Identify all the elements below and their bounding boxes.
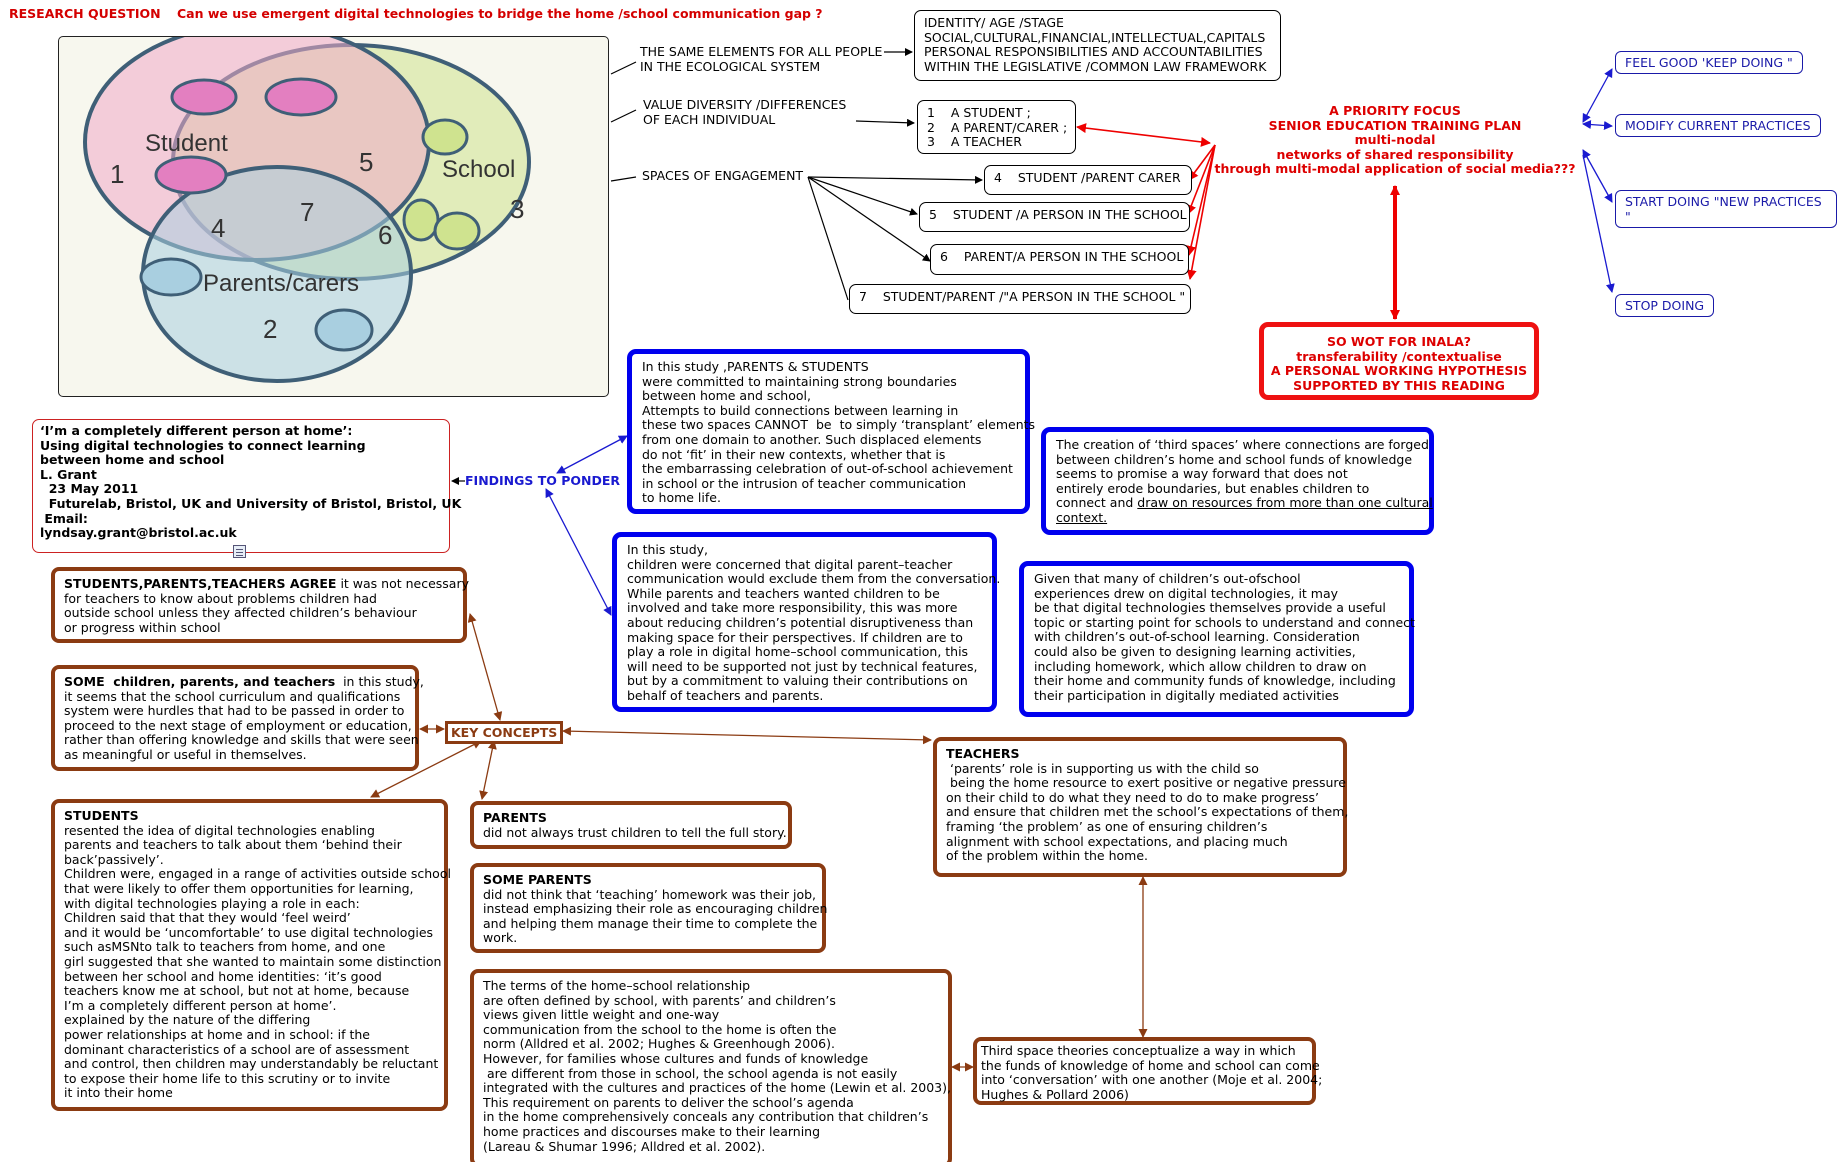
- concept-students-body: resented the idea of digital technologie…: [64, 822, 451, 1101]
- venn-small-ellipse: [402, 198, 440, 242]
- concept-some-parents: SOME PARENTS did not think that ‘teachin…: [470, 863, 828, 953]
- venn-parents-label: Parents/carers: [203, 270, 360, 297]
- venn-region-5: 5: [359, 147, 374, 177]
- priority-line: through multi-modal application of socia…: [1214, 161, 1576, 177]
- venn-region-1: 1: [110, 159, 125, 189]
- venn-small-ellipse: [264, 77, 338, 117]
- venn-small-ellipse: [154, 155, 228, 195]
- key-concepts-node[interactable]: KEY CONCEPTS: [445, 721, 564, 744]
- finding-boundaries-text: In this study ,PARENTS & STUDENTS were c…: [642, 359, 1036, 506]
- concept-teachers-body: ‘parents’ role is in supporting us with …: [946, 760, 1349, 864]
- venn-student-label: Student: [145, 130, 228, 157]
- reference-text: ‘I’m a completely different person at ho…: [40, 423, 462, 541]
- modify-practices-node[interactable]: MODIFY CURRENT PRACTICES: [1615, 114, 1821, 137]
- venn-school-label: School: [442, 156, 516, 183]
- venn-shapes: [83, 37, 531, 383]
- spaces-label: SPACES OF ENGAGEMENT: [642, 168, 804, 183]
- concept-students: STUDENTS resented the idea of digital te…: [51, 799, 451, 1111]
- identity-text: IDENTITY/ AGE /STAGE SOCIAL,CULTURAL,FIN…: [924, 15, 1267, 74]
- concept-parents-title: PARENTS: [483, 810, 547, 825]
- start-doing-node[interactable]: START DOING "NEW PRACTICES ": [1615, 190, 1837, 228]
- space-4-text: 4 STUDENT /PARENT CARER: [994, 170, 1181, 185]
- priority-line: multi-nodal: [1354, 132, 1436, 148]
- space-7-text: 7 STUDENT/PARENT /"A PERSON IN THE SCHOO…: [859, 289, 1186, 304]
- concept-some-text: SOME children, parents, and teachers in …: [64, 674, 424, 763]
- venn-region-6: 6: [378, 220, 393, 250]
- inala-line: A PERSONAL WORKING HYPOTHESIS: [1270, 363, 1528, 379]
- roles-text: 1 A STUDENT ; 2 A PARENT/CARER ; 3 A TEA…: [927, 105, 1068, 150]
- venn-region-3: 3: [510, 194, 525, 224]
- space-4-box: 4 STUDENT /PARENT CARER: [984, 165, 1192, 195]
- concept-agree-text: STUDENTS,PARENTS,TEACHERS AGREE it was n…: [64, 576, 469, 635]
- concept-teachers-title: TEACHERS: [946, 746, 1020, 761]
- venn-small-ellipse: [170, 78, 238, 116]
- concept-some-parents-body: did not think that ‘teaching’ homework w…: [483, 886, 828, 946]
- venn-small-ellipse: [314, 308, 374, 352]
- concept-teachers: TEACHERS ‘parents’ role is in supporting…: [933, 737, 1349, 877]
- priority-focus: A PRIORITY FOCUS SENIOR EDUCATION TRAINI…: [1210, 103, 1580, 177]
- feel-good-node[interactable]: FEEL GOOD 'KEEP DOING ": [1615, 51, 1803, 74]
- priority-line: networks of shared responsibility: [1276, 146, 1514, 162]
- concept-some-body: in this study, it seems that the school …: [64, 674, 424, 762]
- venn-small-ellipse: [421, 118, 469, 156]
- finding-children-text: In this study, children were concerned t…: [627, 542, 1001, 703]
- space-7-box: 7 STUDENT/PARENT /"A PERSON IN THE SCHOO…: [849, 284, 1191, 314]
- concept-some-title: SOME children, parents, and teachers: [64, 674, 336, 689]
- roles-box: 1 A STUDENT ; 2 A PARENT/CARER ; 3 A TEA…: [917, 100, 1076, 154]
- concept-terms-text: The terms of the home–school relationshi…: [483, 978, 951, 1154]
- inala-line: SUPPORTED BY THIS READING: [1293, 377, 1505, 393]
- finding-children: In this study, children were concerned t…: [612, 532, 1001, 712]
- space-6-text: 6 PARENT/A PERSON IN THE SCHOOL: [940, 249, 1184, 264]
- third-spaces-main: The creation of ‘third spaces’ where con…: [1056, 437, 1429, 511]
- third-spaces-link[interactable]: context.: [1056, 509, 1108, 525]
- venn-region-4: 4: [211, 213, 226, 243]
- concept-agree-title: STUDENTS,PARENTS,TEACHERS AGREE: [64, 576, 337, 591]
- finding-out-of-school-text: Given that many of children’s out-ofscho…: [1034, 571, 1415, 703]
- priority-line: A PRIORITY FOCUS: [1329, 103, 1461, 118]
- finding-out-of-school: Given that many of children’s out-ofscho…: [1019, 561, 1415, 717]
- finding-boundaries: In this study ,PARENTS & STUDENTS were c…: [627, 349, 1036, 514]
- same-elements-label: THE SAME ELEMENTS FOR ALL PEOPLE IN THE …: [640, 44, 883, 74]
- inala-line: SO WOT FOR INALA?: [1326, 334, 1472, 349]
- concept-parents-body: did not always trust children to tell th…: [483, 824, 787, 840]
- third-spaces-link[interactable]: draw on resources from more than one cul…: [1137, 495, 1433, 511]
- inala-line: transferability /contextualise: [1296, 348, 1502, 364]
- research-question-label: RESEARCH QUESTION: [9, 6, 161, 21]
- venn-small-ellipse: [433, 211, 481, 251]
- space-5-box: 5 STUDENT /A PERSON IN THE SCHOOL: [919, 202, 1190, 232]
- concept-terms: The terms of the home–school relationshi…: [470, 969, 952, 1162]
- research-question: Can we use emergent digital technologies…: [177, 6, 823, 21]
- value-diversity-label: VALUE DIVERSITY /DIFFERENCES OF EACH IND…: [643, 97, 847, 127]
- stop-doing-node[interactable]: STOP DOING: [1615, 294, 1715, 317]
- concept-some-parents-title: SOME PARENTS: [483, 872, 592, 887]
- note-icon[interactable]: [233, 545, 246, 558]
- concept-students-title: STUDENTS: [64, 808, 139, 823]
- finding-third-spaces-text: The creation of ‘third spaces’ where con…: [1056, 437, 1433, 526]
- space-6-box: 6 PARENT/A PERSON IN THE SCHOOL: [930, 244, 1189, 275]
- reference-box: ‘I’m a completely different person at ho…: [32, 419, 462, 553]
- venn-region-2: 2: [263, 314, 278, 344]
- findings-label: FINDINGS TO PONDER: [465, 473, 621, 488]
- venn-region-7: 7: [300, 197, 315, 227]
- identity-box: IDENTITY/ AGE /STAGE SOCIAL,CULTURAL,FIN…: [914, 10, 1281, 81]
- concept-agree-body: it was not necessary for teachers to kno…: [64, 576, 470, 635]
- concept-third-space-theory: Third space theories conceptualize a way…: [973, 1037, 1323, 1105]
- priority-line: SENIOR EDUCATION TRAINING PLAN: [1268, 117, 1522, 133]
- concept-agree: STUDENTS,PARENTS,TEACHERS AGREE it was n…: [51, 567, 469, 643]
- finding-third-spaces: The creation of ‘third spaces’ where con…: [1041, 427, 1434, 535]
- concept-third-space-theory-text: Third space theories conceptualize a way…: [981, 1043, 1323, 1102]
- concept-parents: PARENTS did not always trust children to…: [470, 801, 792, 849]
- concept-some: SOME children, parents, and teachers in …: [51, 665, 424, 771]
- space-5-text: 5 STUDENT /A PERSON IN THE SCHOOL: [929, 207, 1187, 222]
- venn-small-ellipse: [139, 257, 203, 297]
- venn-diagram: Student School Parents/carers 1 2 3 4 5 …: [58, 36, 609, 397]
- inala-box: SO WOT FOR INALA? transferability /conte…: [1259, 322, 1539, 400]
